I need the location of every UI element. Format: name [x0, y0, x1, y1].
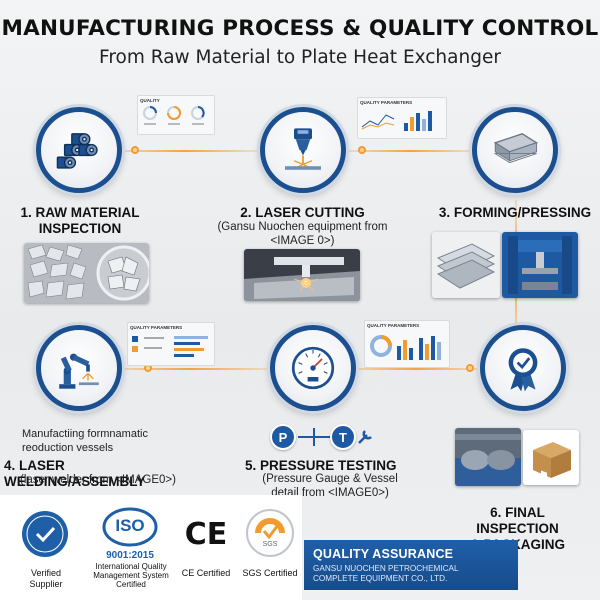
step-6-icon-circle — [480, 325, 566, 411]
robot-arm-icon — [59, 353, 99, 389]
step-4-label: 4. LASER WELDING/ASSEMBLY — [4, 458, 146, 489]
mini-panel-title: QUALITY PARAMETERS — [367, 323, 420, 328]
iso-logo-text: ISO — [115, 516, 145, 535]
connector-2-3 — [345, 150, 475, 152]
qa-company-line: COMPLETE EQUIPMENT CO., LTD. — [313, 574, 448, 583]
quality-parameters-mini-panel: QUALITY PARAMETERS — [364, 320, 450, 368]
connector-node — [466, 364, 474, 372]
hydraulic-press-photo — [502, 232, 578, 298]
iso-label: International Quality Management System … — [93, 562, 169, 589]
qa-title: QUALITY ASSURANCE — [313, 547, 454, 561]
factory-rollers-photo — [455, 428, 521, 486]
pressed-plates-icon — [493, 133, 539, 164]
laser-cutter-icon — [285, 128, 321, 170]
step-5-label: 5. PRESSURE TESTING — [245, 458, 397, 473]
iso-globe-icon — [102, 507, 158, 547]
sgs-label: SGS Certified — [242, 568, 298, 578]
connector-node — [358, 146, 366, 154]
connector-5-6 — [345, 368, 485, 370]
ce-logo: CE — [184, 517, 228, 552]
final-inspection-photo — [455, 428, 521, 486]
connector-1-2 — [110, 150, 260, 152]
quality-parameters-mini-panel: QUALITY PARAMETERS — [127, 322, 215, 366]
step-label-line: 6. FINAL INSPECTION — [476, 505, 559, 536]
verified-supplier-badge — [20, 509, 70, 559]
mini-line-chart-icon — [361, 111, 432, 131]
step-4-description: Manufactiing formnamatic reoduction vess… — [22, 428, 148, 454]
step-1-label: 1. RAW MATERIAL INSPECTION — [10, 205, 150, 237]
quality-mini-panel: QUALITY — [137, 95, 215, 135]
mini-panel-title: QUALITY PARAMETERS — [360, 100, 413, 105]
verified-supplier-seal-icon — [22, 511, 68, 557]
sgs-seal-icon — [246, 509, 294, 557]
mini-panel-title: QUALITY PARAMETERS — [130, 325, 183, 330]
pressure-test-buttons: P T — [270, 424, 372, 452]
ce-label: CE Certified — [181, 568, 231, 578]
pressed-plates-photo — [432, 232, 500, 298]
pipe-valve — [313, 428, 315, 446]
step-3-label: 3. FORMING/PRESSING — [438, 205, 592, 220]
pressed-plates-render — [432, 232, 500, 298]
quality-assurance-box: QUALITY ASSURANCE GANSU NUOCHEN PETROCHE… — [304, 540, 518, 590]
verified-supplier-label: Verified Supplier — [29, 568, 63, 589]
mini-bars-icon — [132, 336, 208, 357]
pressure-p-button[interactable]: P — [270, 424, 296, 450]
connector-node — [131, 146, 139, 154]
page-subtitle: From Raw Material to Plate Heat Exchange… — [99, 47, 501, 68]
quality-parameters-mini-panel: QUALITY PARAMETERS — [357, 97, 447, 139]
pressure-t-button[interactable]: T — [330, 424, 356, 450]
connector-4-5 — [110, 368, 270, 370]
step-4-subtitle: (laser welder from <IMAGE0>) — [20, 474, 176, 486]
step-3-icon-circle — [472, 107, 558, 193]
sgs-badge: SGS — [244, 507, 296, 559]
quality-gauges-icon — [143, 106, 205, 125]
raw-material-photo — [24, 243, 149, 303]
qa-company-line: GANSU NUOCHEN PETROCHEMICAL — [313, 564, 459, 573]
step-5-icon-circle — [270, 325, 356, 411]
iso-logo: ISO — [102, 507, 158, 547]
pressure-gauge-icon — [291, 346, 335, 390]
certifications-strip: Verified Supplier ISO 9001:2015 Internat… — [0, 495, 302, 600]
step-label-line: 1. RAW MATERIAL — [20, 205, 140, 220]
cardboard-box-photo — [523, 430, 579, 485]
hydraulic-press-render — [502, 232, 578, 298]
mini-donut-chart-icon — [370, 335, 441, 360]
step-2-label: 2. LASER CUTTING — [240, 205, 365, 220]
wrench-icon — [358, 430, 372, 444]
qa-company: GANSU NUOCHEN PETROCHEMICAL COMPLETE EQU… — [313, 564, 510, 584]
step-label-line: INSPECTION — [38, 221, 122, 236]
iso-code: 9001:2015 — [106, 550, 154, 561]
metal-rolls-icon — [56, 133, 98, 169]
step-1-icon-circle — [36, 107, 122, 193]
award-ribbon-icon — [508, 348, 538, 392]
cardboard-box-icon — [533, 442, 571, 478]
metal-scrap-photo — [24, 243, 149, 303]
laser-cutting-machine-photo — [244, 249, 360, 301]
step-2-icon-circle — [260, 107, 346, 193]
sgs-logo-text: SGS — [262, 541, 278, 548]
page-title: MANUFACTURING PROCESS & QUALITY CONTROL — [1, 16, 599, 41]
step-2-subtitle: (Gansu Nuochen equipment from <IMAGE 0>) — [217, 221, 388, 247]
mini-panel-title: QUALITY — [140, 98, 160, 103]
laser-cutting-photo — [244, 249, 360, 301]
step-4-icon-circle — [36, 325, 122, 411]
